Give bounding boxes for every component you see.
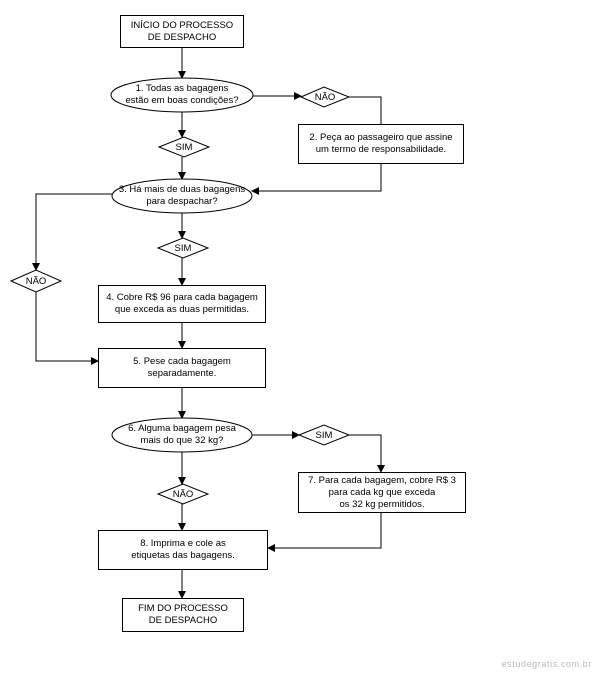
step-7-box: 7. Para cada bagagem, cobre R$ 3 para ca… <box>298 472 466 513</box>
decision-1-text: 1. Todas as bagagens estão em boas condi… <box>125 83 239 106</box>
q1-yes-label: SIM <box>175 141 193 153</box>
q3-yes-diamond <box>156 237 210 259</box>
arrow-step7-to-step8 <box>267 513 382 552</box>
end-box: FIM DO PROCESSO DE DESPACHO <box>122 598 244 632</box>
step-4-box: 4. Cobre R$ 96 para cada bagagem que exc… <box>98 285 266 323</box>
arrow-no-to-step2 <box>349 96 382 124</box>
step-5-box: 5. Pese cada bagagem separadamente. <box>98 348 266 388</box>
q6-yes-label: SIM <box>315 429 333 441</box>
q3-no-diamond <box>9 269 63 293</box>
q6-no-diamond <box>156 483 210 505</box>
start-box: INÍCIO DO PROCESSO DE DESPACHO <box>120 15 244 48</box>
decision-3-text: 3. Há mais de duas bagagens para despach… <box>118 184 246 207</box>
decision-6-text: 6. Alguma bagagem pesa mais do que 32 kg… <box>128 423 236 446</box>
q3-no-label: NÃO <box>25 275 47 287</box>
arrow-q3-to-no <box>32 193 112 271</box>
arrow-yes-to-step7 <box>349 434 385 473</box>
q3-yes-label: SIM <box>174 242 192 254</box>
step-2-box: 2. Peça ao passageiro que assine um term… <box>298 124 464 164</box>
watermark: estudegratis.com.br <box>501 659 592 669</box>
arrow-step2-to-q3 <box>251 164 382 195</box>
q1-yes-diamond <box>157 136 211 158</box>
q1-no-label: NÃO <box>314 91 336 103</box>
arrow-no-to-step5 <box>35 292 99 365</box>
q6-no-label: NÃO <box>172 488 194 500</box>
step-8-box: 8. Imprima e cole as etiquetas das bagag… <box>98 530 268 570</box>
